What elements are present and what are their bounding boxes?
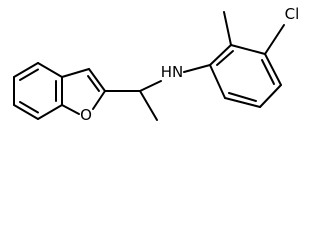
chloro-methyl-phenyl-ring bbox=[209, 44, 282, 108]
double-bond-inner bbox=[261, 59, 275, 85]
bond bbox=[139, 90, 158, 121]
bond bbox=[37, 62, 63, 78]
bond bbox=[61, 68, 90, 78]
bond bbox=[13, 62, 39, 78]
bond bbox=[92, 90, 106, 110]
bond bbox=[259, 84, 282, 108]
methyl-bond bbox=[223, 11, 232, 46]
double-bond-inner bbox=[87, 75, 100, 92]
bond bbox=[209, 64, 226, 99]
bond bbox=[13, 104, 39, 120]
bond bbox=[224, 97, 261, 108]
bond bbox=[139, 80, 162, 92]
chlorine-atom-label: Cl bbox=[285, 5, 300, 23]
oxygen-atom-label: O bbox=[80, 106, 92, 124]
benzofuran-furan-ring bbox=[61, 68, 106, 115]
bond bbox=[230, 44, 266, 55]
bond bbox=[88, 68, 106, 92]
bond bbox=[61, 104, 80, 115]
double-bond-inner bbox=[19, 101, 39, 114]
chlorine-bond bbox=[264, 24, 285, 55]
bond bbox=[37, 104, 63, 120]
benzofuran-benzene-ring bbox=[13, 62, 63, 120]
double-bond-inner bbox=[19, 68, 39, 81]
bond bbox=[264, 53, 282, 86]
amine-atom-label: HN bbox=[161, 63, 184, 81]
bond bbox=[209, 44, 232, 66]
chemical-structure-diagram: O HN Cl bbox=[13, 5, 300, 124]
double-bond-inner bbox=[228, 92, 257, 102]
bond bbox=[183, 64, 211, 73]
ethylidene-linker bbox=[104, 80, 162, 121]
double-bond-inner bbox=[216, 50, 234, 66]
